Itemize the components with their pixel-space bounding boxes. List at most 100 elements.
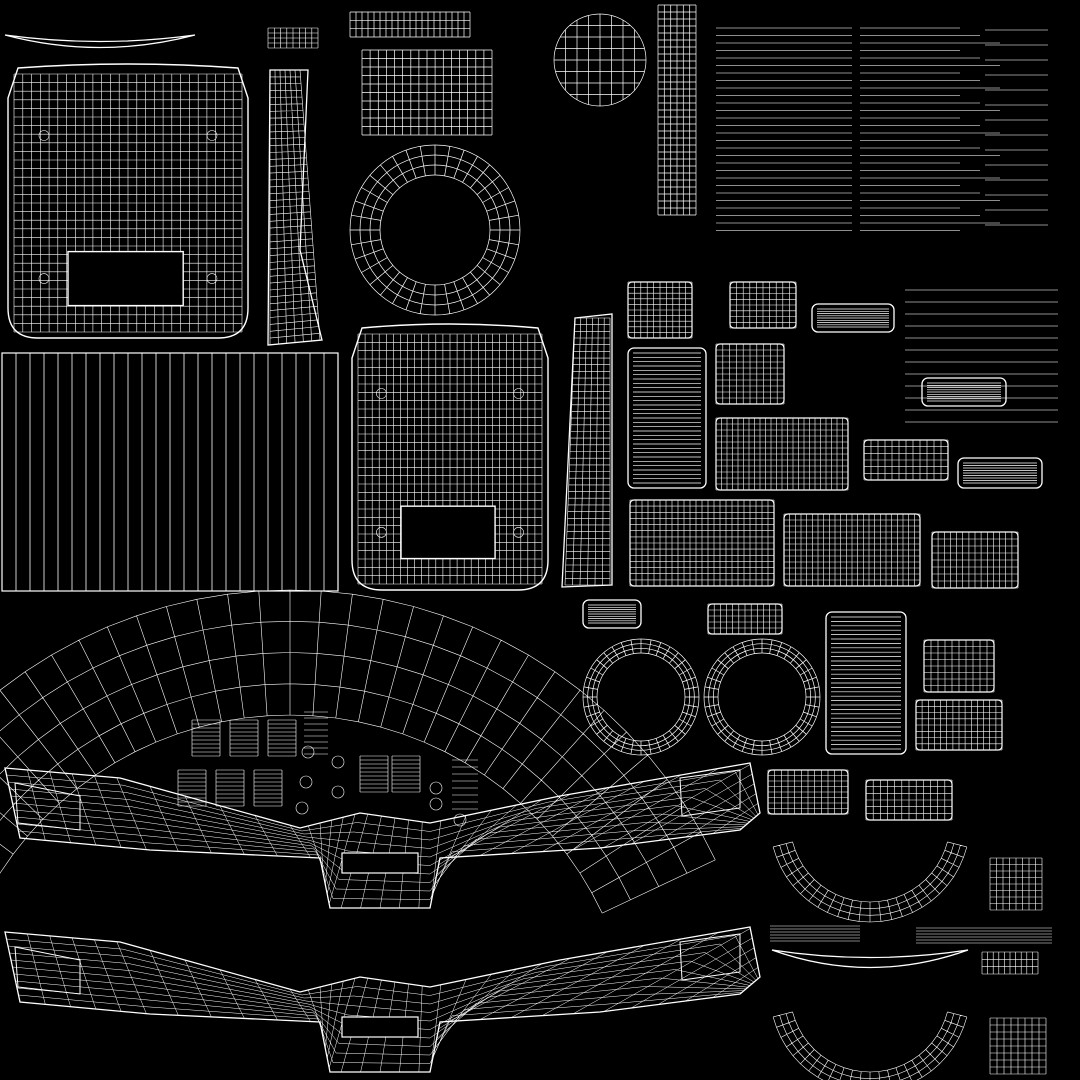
grid-lines: [269, 69, 321, 346]
grille-frame: [957, 457, 1043, 489]
fastener-disc: [301, 745, 315, 759]
bolt-marker: [38, 130, 50, 141]
line-strip: [927, 382, 1001, 402]
seat-back-panel-left: [7, 63, 249, 339]
grid-lines: [391, 755, 421, 793]
ring-spokes: [583, 639, 699, 755]
cushion-5: [863, 439, 949, 481]
vent-small-1: [582, 599, 642, 629]
top-column: [657, 4, 697, 216]
arc-band: [0, 589, 716, 914]
cushion-12: [915, 699, 1003, 751]
bolt-marker: [513, 527, 524, 538]
seat-back-panel-center: [351, 323, 549, 591]
cushion-11: [931, 531, 1019, 589]
fastener-disc: [331, 785, 345, 799]
fastener-disc: [299, 775, 313, 789]
wing-end-right: [679, 769, 741, 817]
wing-slot: [341, 852, 419, 874]
right-line-stack: [716, 27, 1058, 423]
ring-lower-left: [582, 638, 700, 756]
small-parts: [177, 711, 478, 827]
fastener-disc: [331, 755, 345, 769]
cushion-outline: [865, 779, 953, 821]
ring-spokes: [350, 145, 520, 315]
grille-frame: [627, 347, 707, 489]
cushion-outline: [707, 603, 783, 635]
arc-band: [772, 841, 968, 923]
grid-lines: [981, 951, 1039, 975]
fastener-disc: [453, 813, 467, 827]
vent-grille-right: [825, 611, 907, 755]
cushion-outline: [923, 639, 995, 693]
side-strip-center: [561, 313, 613, 588]
cushion-outline: [715, 417, 849, 491]
cushion-13: [707, 603, 783, 635]
grid-lines: [229, 719, 259, 757]
bottom-blade: [771, 949, 969, 969]
wing-outline: [4, 926, 761, 1073]
stripes: [15, 353, 325, 591]
grid-lines: [267, 27, 319, 49]
lines: [716, 27, 1058, 423]
side-strip-left: [267, 69, 323, 346]
bolt-marker: [206, 130, 218, 141]
wing-end-right: [679, 933, 741, 981]
shell-outline: [561, 313, 613, 588]
wing-outline: [4, 762, 761, 909]
bolt-marker: [376, 388, 387, 399]
curved-band: [0, 589, 716, 914]
grid-lines: [191, 719, 221, 757]
wire-layer: [0, 4, 1058, 1080]
fastener-disc: [429, 797, 443, 811]
cushion-2: [629, 499, 775, 587]
line-strip: [963, 462, 1037, 484]
cushion-outline: [729, 281, 797, 329]
vent-small-2: [811, 303, 895, 333]
center-ring: [349, 144, 521, 316]
bottom-right-blocks: [770, 857, 1052, 1075]
grid-lines: [564, 317, 611, 586]
vent-small-3: [957, 457, 1043, 489]
panel-cutout: [67, 250, 184, 307]
line-strip: [588, 604, 636, 624]
grille-frame: [582, 599, 642, 629]
grid-lines: [359, 755, 389, 793]
panel-outline: [7, 63, 249, 339]
top-small-grid: [267, 27, 319, 49]
cushion-9: [715, 343, 785, 405]
line-strip: [817, 308, 889, 328]
wing-end-left: [14, 946, 81, 995]
bolt-marker: [376, 527, 387, 538]
wing-end-left: [14, 782, 81, 831]
panel-cutout: [400, 505, 496, 560]
arc-band: [772, 1011, 968, 1080]
grid-lines: [253, 769, 283, 807]
cushion-outline: [629, 499, 775, 587]
arch-lower: [772, 1011, 968, 1080]
grid-lines: [989, 1017, 1047, 1075]
bottom-lines: [770, 925, 1052, 944]
grille-frame: [811, 303, 895, 333]
panel-outline: [351, 323, 549, 591]
bolt-marker: [513, 388, 524, 399]
cushion-outline: [715, 343, 785, 405]
bolt-marker: [206, 273, 218, 284]
cushion-outline: [863, 439, 949, 481]
grille-frame: [921, 377, 1007, 407]
line-strip: [831, 616, 901, 750]
cushion-outline: [915, 699, 1003, 751]
grid-lines: [267, 719, 297, 757]
top-headrest: [349, 11, 493, 136]
dashboard-wing-lower: [4, 926, 761, 1073]
blade-outline: [4, 34, 196, 49]
grid-lines: [989, 857, 1043, 911]
fastener-disc: [295, 801, 309, 815]
grid-lines: [215, 769, 245, 807]
striped-panel: [1, 352, 339, 592]
cushion-outline: [931, 531, 1019, 589]
grid-lines: [657, 4, 697, 216]
cushion-outline: [767, 769, 849, 815]
cushion-3: [783, 513, 921, 587]
